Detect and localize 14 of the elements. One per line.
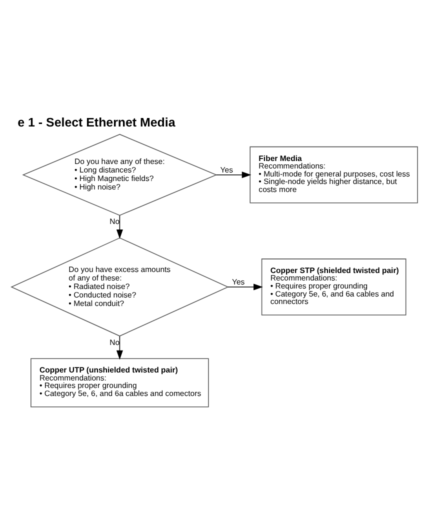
node-box: Copper STP (shielded twisted pair) Recommendations: • Requires proper grounding • Category 5e, 6, and 6a cables and connectors	[261, 258, 406, 315]
edge-label: Yes	[232, 277, 245, 286]
node-box: Copper UTP (unshielded twisted pair) Recommendations: • Requires proper grounding • Category 5e, 6, and 6a cables and comectors	[30, 358, 209, 407]
edge-label: No	[110, 338, 120, 347]
node-diamond: Do you have excess amounts of any of these: • Radiated noise? • Conducted noise? • Metal conduit?	[10, 237, 229, 336]
edge-label: Yes	[220, 165, 233, 174]
arrow	[228, 283, 263, 290]
node-box: Fiber Media Recommendations: • Multi-mode for general purposes, cost less • Single-node yields higher distance, but costs more	[250, 146, 418, 203]
diagram-title: e 1 - Select Ethernet Media	[18, 114, 176, 129]
node-diamond: Do you have any of these: • Long distances? • High Magnetic fields? • High noise?	[22, 133, 218, 216]
arrow	[116, 214, 123, 238]
arrow	[216, 171, 252, 178]
arrow	[116, 335, 123, 360]
edge-label: No	[110, 216, 120, 226]
